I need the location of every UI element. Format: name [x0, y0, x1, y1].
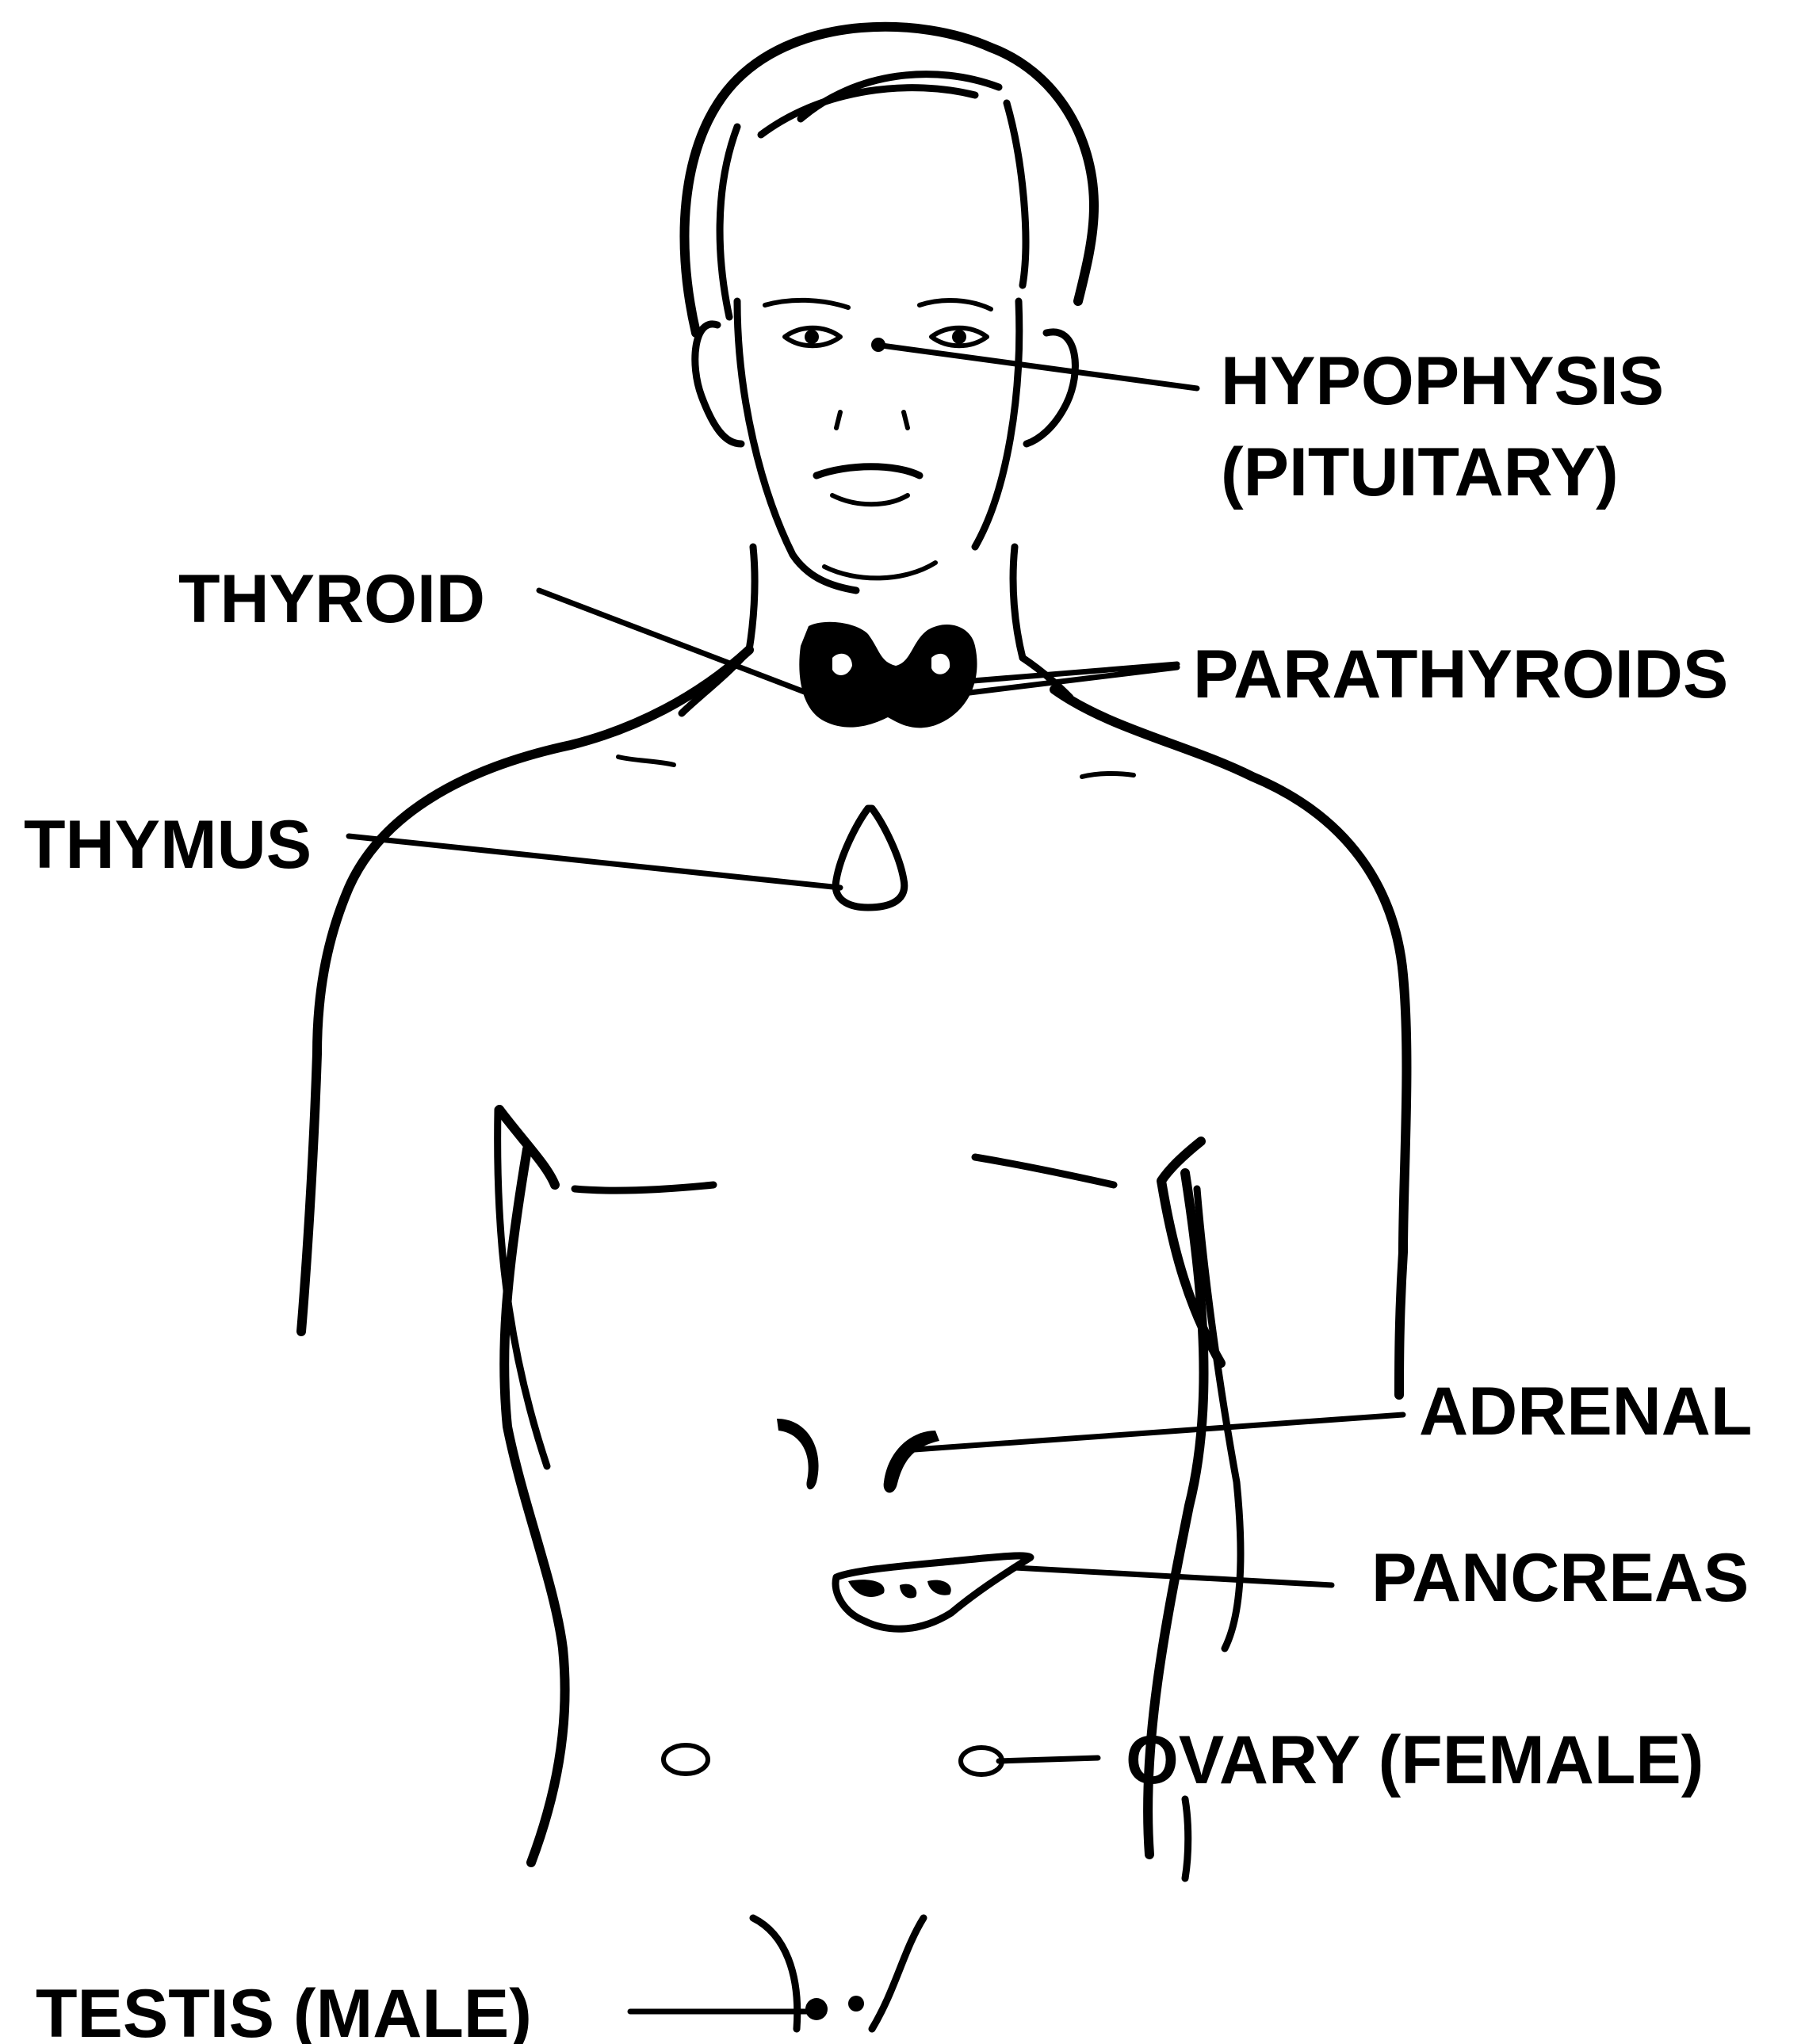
leader-adrenal: [904, 1415, 1403, 1450]
hip-right: [1185, 1799, 1188, 1878]
leader-ovary: [999, 1758, 1098, 1761]
eyebrow-left: [765, 300, 848, 308]
leader-thymus: [349, 836, 840, 888]
label-hypophysis: HYPOPHYSIS: [1221, 343, 1664, 419]
ovary-left: [663, 1745, 708, 1774]
ear-right: [1027, 332, 1075, 444]
glands: [663, 622, 1031, 2020]
label-testis: TESTIS (MALE): [36, 1976, 532, 2044]
thymus-gland: [836, 808, 904, 907]
hair-strand: [761, 88, 975, 135]
adrenal-right: [884, 1431, 939, 1493]
hair: [684, 27, 1094, 333]
nose: [836, 412, 908, 428]
eyebrow-right: [920, 300, 991, 309]
testis-right: [848, 1996, 864, 2012]
groin-right: [872, 1918, 924, 2029]
collarbone-left: [618, 757, 674, 765]
leader-thyroid: [539, 590, 809, 693]
pupil-right: [952, 330, 966, 344]
neck-right: [1013, 547, 1023, 658]
chin: [824, 563, 935, 578]
collarbone-right: [1082, 774, 1134, 777]
pancreas-texture: [848, 1580, 951, 1598]
hair-left-side: [720, 127, 737, 317]
mouth: [816, 467, 920, 476]
label-ovary: OVARY (FEMALE): [1126, 1722, 1704, 1798]
label-parathyroids: PARATHYROIDS: [1193, 636, 1728, 713]
pupil-left: [805, 330, 819, 344]
shoulder-right: [1054, 690, 1406, 1395]
hair-part: [1007, 103, 1026, 285]
ovary-right: [961, 1748, 1002, 1775]
neck-left: [749, 547, 755, 650]
thyroid-gland: [799, 622, 977, 728]
label-adrenal: ADRENAL: [1419, 1373, 1752, 1450]
labels: HYPOPHYSIS (PITUITARY) THYROID PARATHYRO…: [24, 343, 1752, 2044]
label-thyroid: THYROID: [178, 561, 485, 637]
label-pancreas: PANCREAS: [1371, 1540, 1749, 1616]
pectoral-left: [575, 1185, 713, 1190]
ear-left: [695, 324, 741, 444]
label-thymus: THYMUS: [24, 807, 312, 883]
leader-parathyroids: [963, 664, 1177, 693]
pectoral-right: [975, 1157, 1114, 1185]
lower-lip: [832, 495, 908, 504]
label-pituitary: (PITUITARY): [1221, 434, 1619, 510]
torso-left: [499, 1110, 565, 1863]
hypophysis-dot: [871, 338, 885, 352]
adrenal-left: [777, 1419, 819, 1489]
leader-hypophysis: [876, 345, 1197, 388]
shoulder-left: [301, 650, 749, 1331]
